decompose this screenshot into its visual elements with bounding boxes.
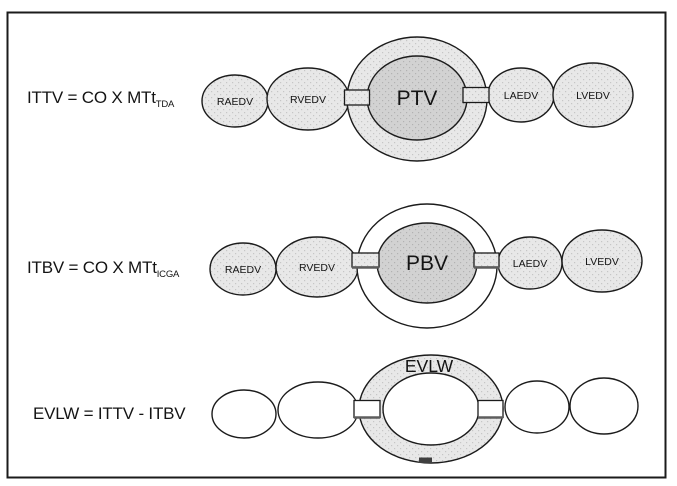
itbv-right-connector — [473, 252, 500, 268]
itbv-lvedv-label: LVEDV — [585, 256, 619, 268]
evlw-lv-ellipse — [569, 377, 639, 435]
formula-itbv-main: ITBV = CO X MTt — [27, 258, 157, 277]
evlw-rv-ellipse — [277, 381, 359, 439]
ittv-lvedv-label: LVEDV — [576, 90, 610, 102]
ittv-ptv-label: PTV — [397, 87, 438, 110]
formula-ittv: ITTV = CO X MTtTDA — [27, 88, 175, 110]
ittv-raedv-label: RAEDV — [217, 96, 253, 108]
row-ittv: ITTV = CO X MTtTDA RAEDV RVEDV PTV LAEDV… — [27, 36, 634, 162]
evlw-ra-ellipse — [211, 389, 277, 439]
itbv-pbv-label: PBV — [406, 252, 448, 275]
evlw-ring-label: EVLW — [405, 356, 454, 376]
ittv-left-connector — [343, 89, 371, 106]
formula-ittv-sub: TDA — [156, 99, 175, 110]
row-evlw: EVLW = ITTV - ITBV EVLW — [33, 354, 639, 464]
ittv-right-connector — [462, 86, 490, 104]
ittv-lvedv-ellipse — [552, 62, 634, 128]
itbv-laedv-label: LAEDV — [513, 258, 547, 270]
ittv-laedv-label: LAEDV — [504, 90, 538, 102]
formula-itbv: ITBV = CO X MTtICGA — [27, 258, 180, 280]
row-itbv: ITBV = CO X MTtICGA RAEDV RVEDV PBV LAED… — [27, 203, 643, 329]
evlw-la-ellipse — [504, 380, 570, 434]
formula-evlw: EVLW = ITTV - ITBV — [33, 404, 186, 423]
evlw-inner-ellipse — [382, 372, 480, 446]
formula-evlw-main: EVLW = ITTV - ITBV — [33, 404, 186, 423]
formula-ittv-main: ITTV = CO X MTt — [27, 88, 156, 107]
evlw-ring-bottom-mark — [419, 457, 432, 463]
evlw-left-connector — [353, 399, 381, 419]
itbv-lvedv-ellipse — [561, 229, 643, 293]
formula-itbv-sub: ICGA — [157, 269, 180, 280]
itbv-left-connector — [351, 252, 380, 268]
itbv-raedv-label: RAEDV — [225, 264, 261, 276]
itbv-rvedv-label: RVEDV — [299, 262, 335, 274]
ittv-rvedv-label: RVEDV — [290, 94, 326, 106]
evlw-right-connector — [477, 399, 504, 419]
